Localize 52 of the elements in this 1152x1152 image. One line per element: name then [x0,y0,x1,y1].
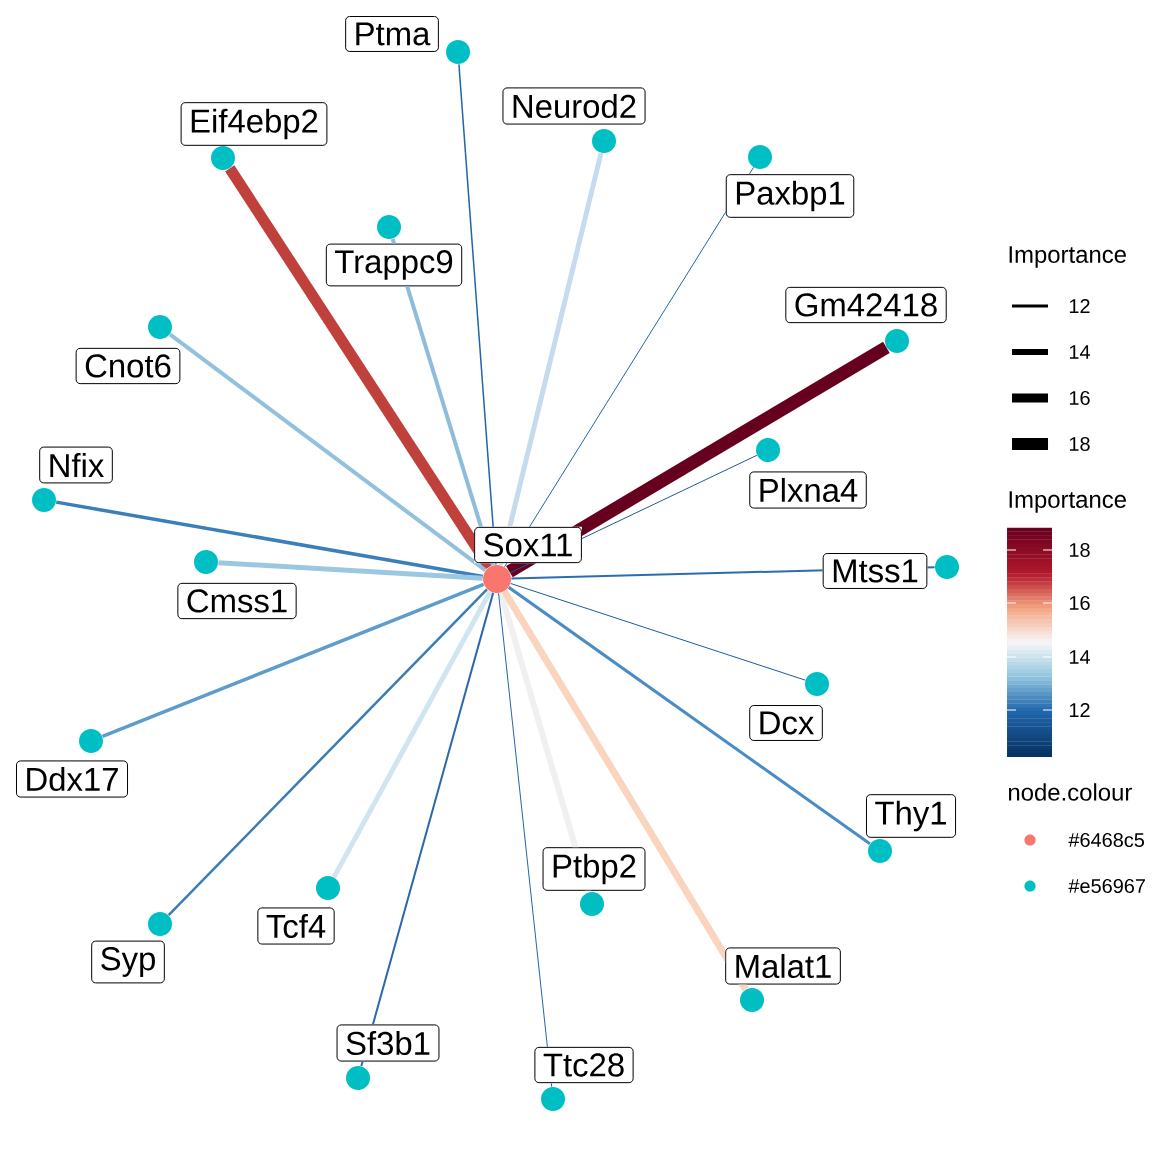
legend-label: 18 [1069,436,1090,452]
legend-label: 16 [1069,390,1090,406]
legend-label: #e56967 [1068,878,1145,894]
legend-title: node.colour [1009,783,1132,801]
gene-label: Cnot6 [75,347,181,385]
gene-label: Ptbp2 [542,847,646,891]
gene-label: Ddx17 [16,760,128,798]
edge-line [504,167,754,568]
gene-label: Cmss1 [177,582,297,620]
tick-label: 14 [1069,650,1090,664]
edge-line [55,500,484,579]
gene-label: Thy1 [865,794,957,838]
edge-line [506,341,890,578]
edge-line [498,592,553,1088]
gene-label: Eif4ebp2 [180,102,328,146]
edge-line [510,566,936,580]
edge-line [458,63,497,566]
gene-label: Gm42418 [785,286,947,324]
edge-line [167,588,488,916]
tick-label: 18 [1069,542,1090,558]
gene-label: Neurod2 [502,87,646,125]
legend-label: 12 [1069,299,1090,313]
legend-label: 14 [1069,345,1090,359]
gene-label: Paxbp1 [725,174,855,218]
gene-label: Plxna4 [749,471,867,509]
tick-label: 12 [1069,703,1090,717]
edge-line [218,560,483,581]
gene-label: Trappc9 [325,243,463,287]
gene-label: Tcf4 [257,907,335,945]
edge-line [510,583,806,681]
gene-label: Ptma [345,16,439,52]
tick-label: 16 [1069,595,1090,611]
edge-line [225,165,494,570]
gene-label: Dcx [749,705,823,741]
legend-label: #6468c5 [1068,832,1144,848]
legend-title: Importance [1009,491,1126,513]
gene-label: Syp [91,940,165,984]
gene-label: Nfix [39,446,113,484]
edge-line [509,454,758,574]
gene-label: Sf3b1 [336,1024,440,1062]
edge-line [507,586,871,846]
edge-line [360,591,495,1068]
gene-label: Mtss1 [822,553,928,589]
edge-line [501,589,749,992]
gene-label: Malat1 [725,947,841,985]
legend-title: Importance [1009,246,1126,268]
edge-line [101,582,485,739]
gene-label: Ttc28 [534,1046,634,1084]
gene-label: Sox11 [474,526,582,564]
edge-line [331,590,493,879]
edge-line [168,332,487,572]
edge-line [498,152,604,566]
